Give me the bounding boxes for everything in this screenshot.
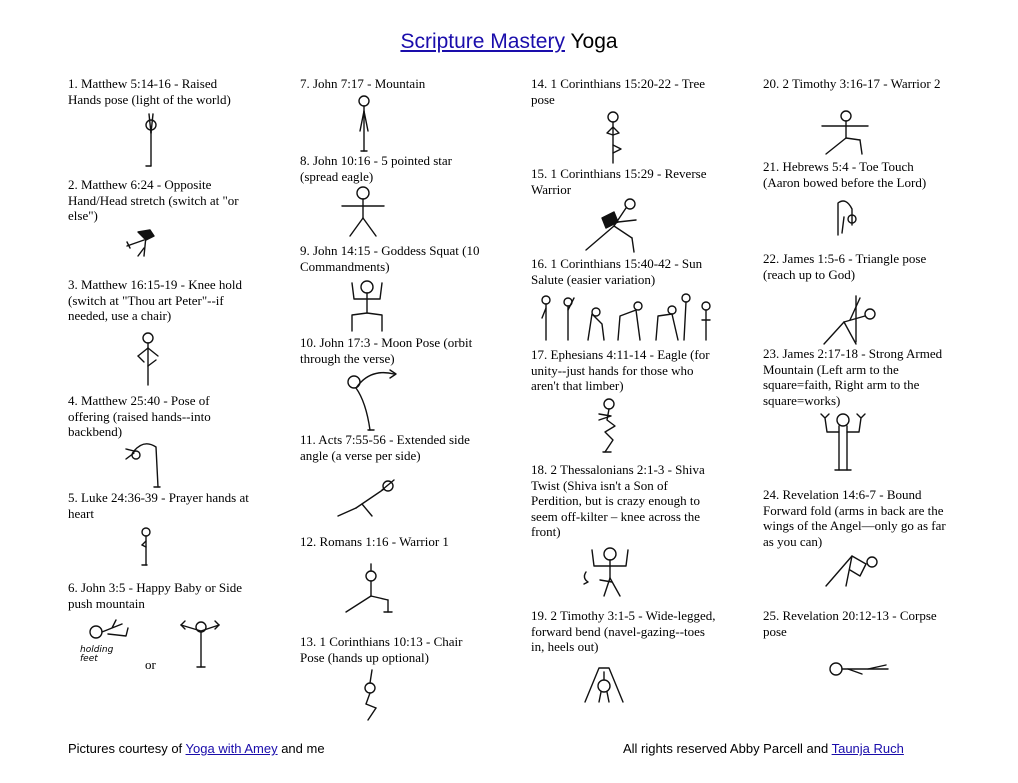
title-suffix: Yoga: [564, 30, 618, 53]
pose-1-figure: [140, 111, 164, 167]
pose-18-figure: [582, 542, 638, 598]
pose-24-text: 24. Revelation 14:6-7 - Bound Forward fo…: [763, 487, 946, 549]
pose-2-figure: [124, 228, 160, 258]
pose-9-text: 9. John 14:15 - Goddess Squat (10 Comman…: [300, 243, 480, 274]
pose-17-figure: [593, 396, 623, 454]
pose-12-text: 12. Romans 1:16 - Warrior 1: [300, 534, 449, 549]
footer-rights-prefix: All rights reserved Abby Parcell and: [623, 741, 832, 756]
pose-23-figure: [817, 410, 871, 472]
or-label: or: [145, 657, 156, 672]
pose-3-text: 3. Matthew 16:15-19 - Knee hold (switch …: [68, 277, 243, 323]
footer-credits: Pictures courtesy of Yoga with Amey and …: [68, 741, 325, 756]
pose-5-figure: [138, 527, 154, 567]
pose-16-figure: [536, 292, 716, 344]
pose-13-text: 13. 1 Corinthians 10:13 - Chair Pose (ha…: [300, 634, 463, 665]
pose-3-figure: [134, 330, 162, 386]
pose-25-text: 25. Revelation 20:12-13 - Corpse pose: [763, 608, 937, 639]
pose-21-figure: [832, 197, 858, 237]
pose-1-text: 1. Matthew 5:14-16 - Raised Hands pose (…: [68, 76, 231, 107]
pose-16-text: 16. 1 Corinthians 15:40-42 - Sun Salute …: [531, 256, 703, 287]
taunja-ruch-link[interactable]: Taunja Ruch: [831, 741, 904, 756]
pose-6-figure-side-push: [173, 617, 225, 669]
pose-13-figure: [356, 668, 382, 722]
pose-7-figure: [356, 95, 372, 153]
footer-credits-prefix: Pictures courtesy of: [68, 741, 186, 756]
pose-15-text: 15. 1 Corinthians 15:29 - Reverse Warrio…: [531, 166, 707, 197]
pose-19-figure: [581, 664, 627, 704]
footer-rights: All rights reserved Abby Parcell and Tau…: [623, 741, 904, 756]
pose-4-figure: [124, 437, 162, 489]
pose-6-figure-baby: [86, 618, 130, 644]
pose-10-text: 10. John 17:3 - Moon Pose (orbit through…: [300, 335, 473, 366]
pose-18-text: 18. 2 Thessalonians 2:1-3 - Shiva Twist …: [531, 462, 705, 539]
pose-22-figure: [820, 292, 880, 346]
pose-21-text: 21. Hebrews 5:4 - Toe Touch (Aaron bowed…: [763, 159, 927, 190]
pose-19-text: 19. 2 Timothy 3:1-5 - Wide-legged, forwa…: [531, 608, 716, 654]
footer-credits-suffix: and me: [277, 741, 325, 756]
yoga-with-amey-link[interactable]: Yoga with Amey: [185, 741, 278, 756]
pose-8-figure: [340, 186, 386, 238]
pose-20-figure: [820, 110, 870, 156]
pose-14-figure: [603, 111, 625, 165]
pose-7-text: 7. John 7:17 - Mountain: [300, 76, 426, 91]
pose-2-text: 2. Matthew 6:24 - Opposite Hand/Head str…: [68, 177, 239, 223]
pose-15-figure: [584, 198, 644, 254]
pose-6-text: 6. John 3:5 - Happy Baby or Side push mo…: [68, 580, 243, 611]
pose-17-text: 17. Ephesians 4:11-14 - Eagle (for unity…: [531, 347, 710, 393]
page-title: Scripture Mastery Yoga: [0, 30, 1018, 54]
pose-5-text: 5. Luke 24:36-39 - Prayer hands at heart: [68, 490, 249, 521]
pose-24-figure: [822, 552, 882, 590]
pose-20-text: 20. 2 Timothy 3:16-17 - Warrior 2: [763, 76, 941, 91]
pose-23-text: 23. James 2:17-18 - Strong Armed Mountai…: [763, 346, 943, 408]
pose-10-figure: [344, 368, 402, 432]
pose-14-text: 14. 1 Corinthians 15:20-22 - Tree pose: [531, 76, 706, 107]
pose-4-text: 4. Matthew 25:40 - Pose of offering (rai…: [68, 393, 211, 439]
pose-22-text: 22. James 1:5-6 - Triangle pose (reach u…: [763, 251, 927, 282]
scripture-mastery-link[interactable]: Scripture Mastery: [400, 30, 565, 53]
pose-11-figure: [336, 478, 396, 518]
pose-9-figure: [346, 279, 388, 333]
pose-12-figure: [340, 560, 396, 616]
pose-8-text: 8. John 10:16 - 5 pointed star (spread e…: [300, 153, 453, 184]
holding-feet-label: holding feet: [80, 645, 114, 664]
pose-25-figure: [828, 660, 890, 678]
pose-11-text: 11. Acts 7:55-56 - Extended side angle (…: [300, 432, 470, 463]
